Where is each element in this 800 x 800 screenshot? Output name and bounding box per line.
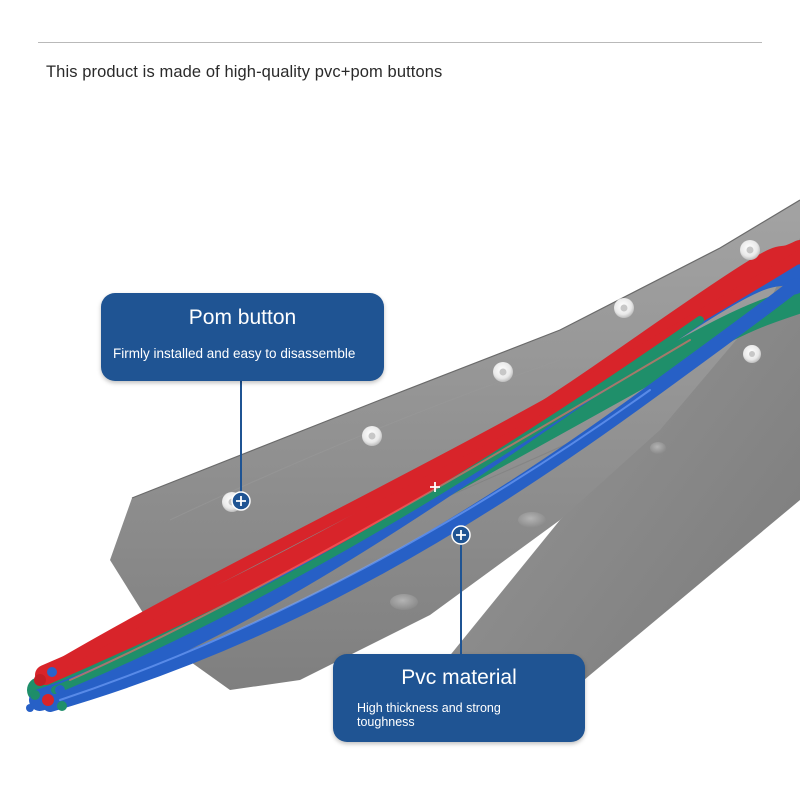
pom-button-callout: Pom button Firmly installed and easy to … xyxy=(101,293,384,381)
intro-text: This product is made of high-quality pvc… xyxy=(46,63,443,81)
top-divider xyxy=(38,42,762,43)
callout-leaders xyxy=(231,381,471,654)
wire-ends xyxy=(26,667,67,712)
wire-bundle xyxy=(27,240,800,712)
pom-button-description: Firmly installed and easy to disassemble xyxy=(113,346,356,361)
pvc-material-title: Pvc material xyxy=(401,666,517,689)
pom-button-title: Pom button xyxy=(188,306,297,329)
pvc-material-callout: Pvc material High thickness and strong t… xyxy=(333,654,585,742)
pvc-material-description: High thickness and strong toughness xyxy=(357,701,501,729)
